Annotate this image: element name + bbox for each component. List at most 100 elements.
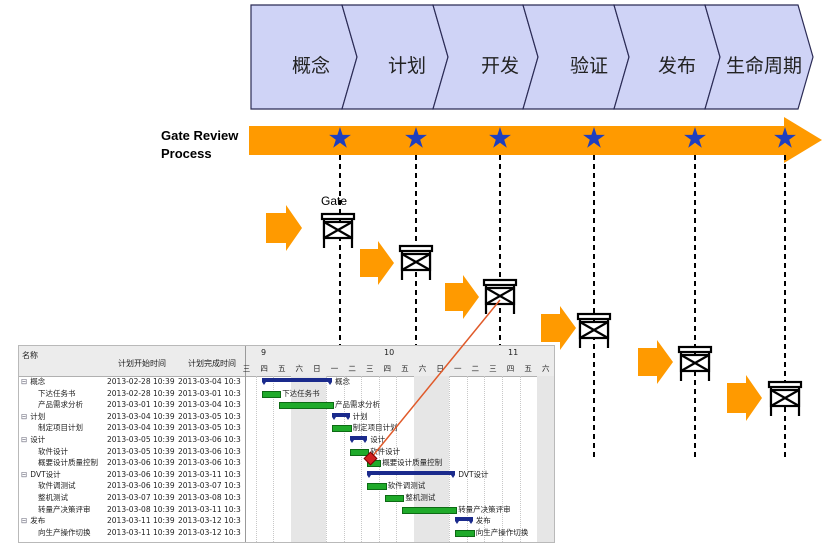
bar-label: 转量产决策评审 [458, 504, 511, 515]
task-bar[interactable] [279, 402, 334, 409]
task-start: 2013-03-06 10:39 [107, 481, 177, 490]
day-gridline [273, 376, 274, 542]
summary-bar[interactable] [262, 378, 332, 382]
header-name: 名称 [22, 350, 38, 361]
task-end: 2013-03-06 10:3 [178, 435, 245, 444]
task-name: ⊟计划 [19, 412, 109, 421]
task-end: 2013-03-12 10:3 [178, 528, 245, 537]
step-arrow-2 [360, 241, 394, 285]
task-end: 2013-03-04 10:3 [178, 400, 245, 409]
weekend-shade [308, 376, 326, 542]
phase-label-release: 发布 [658, 55, 696, 77]
day-label: 二 [467, 361, 484, 376]
step-arrow-6 [727, 375, 762, 421]
day-gridline [520, 376, 521, 542]
bar-label: 概念 [335, 376, 350, 387]
step-arrow-3 [445, 275, 479, 319]
summary-bar[interactable] [367, 471, 455, 475]
task-name: ⊟设计 [19, 435, 109, 444]
task-name: ⊟DVT设计 [19, 470, 109, 479]
task-end: 2013-03-05 10:3 [178, 412, 245, 421]
week-label: 9 [261, 348, 266, 357]
day-label: 六 [414, 361, 431, 376]
day-gridline [256, 376, 257, 542]
bar-label: 发布 [476, 515, 491, 526]
day-label: 日 [432, 361, 449, 376]
summary-bar[interactable] [332, 413, 350, 417]
day-label: 三 [238, 361, 255, 376]
task-start: 2013-02-28 10:39 [107, 377, 177, 386]
day-label: 五 [273, 361, 290, 376]
step-arrow-4 [541, 306, 576, 350]
gate-label: Gate [321, 194, 347, 208]
task-start: 2013-03-05 10:39 [107, 447, 177, 456]
header-end: 计划完成时间 [188, 358, 236, 369]
task-end: 2013-03-04 10:3 [178, 377, 245, 386]
task-end: 2013-03-06 10:3 [178, 458, 245, 467]
gate-review-title-line2: Process [161, 146, 212, 161]
task-bar[interactable] [455, 530, 475, 537]
step-arrow-5 [638, 340, 673, 384]
phase-label-lifecycle: 生命周期 [726, 55, 802, 77]
phase-label-plan: 计划 [388, 55, 426, 77]
weekend-shade [537, 376, 555, 542]
task-start: 2013-02-28 10:39 [107, 389, 177, 398]
bar-label: 计划 [353, 411, 368, 422]
bar-label: 概要设计质量控制 [382, 457, 442, 468]
task-start: 2013-03-04 10:39 [107, 412, 177, 421]
bar-label: 设计 [370, 434, 385, 445]
task-start: 2013-03-05 10:39 [107, 435, 177, 444]
task-bar[interactable] [350, 449, 370, 456]
task-name: ⊟概念 [19, 377, 109, 386]
weekend-shade [291, 376, 309, 542]
task-start: 2013-03-11 10:39 [107, 528, 177, 537]
task-start: 2013-03-06 10:39 [107, 470, 177, 479]
task-end: 2013-03-07 10:3 [178, 481, 245, 490]
task-bar[interactable] [367, 483, 387, 490]
task-bar[interactable] [262, 391, 282, 398]
day-label: 日 [308, 361, 325, 376]
task-end: 2013-03-12 10:3 [178, 516, 245, 525]
task-bar[interactable] [385, 495, 405, 502]
summary-bar[interactable] [455, 517, 473, 521]
gantt-timeline: 9 10 11 三四五六日一二三四五六日一二三四五六 概念下达任务书产品需求分析… [246, 346, 554, 542]
task-bar[interactable] [367, 460, 381, 467]
day-label: 三 [361, 361, 378, 376]
task-end: 2013-03-11 10:3 [178, 470, 245, 479]
day-label: 四 [256, 361, 273, 376]
day-label: 五 [520, 361, 537, 376]
day-label: 四 [502, 361, 519, 376]
day-label: 一 [449, 361, 466, 376]
gantt-table-header: 名称 计划开始时间 计划完成时间 [19, 346, 245, 377]
bar-label: 产品需求分析 [335, 399, 380, 410]
day-label: 六 [291, 361, 308, 376]
summary-bar[interactable] [350, 436, 368, 440]
task-start: 2013-03-07 10:39 [107, 493, 177, 502]
phase-label-concept: 概念 [292, 54, 330, 77]
task-bar[interactable] [402, 507, 457, 514]
task-start: 2013-03-04 10:39 [107, 423, 177, 432]
day-label: 一 [326, 361, 343, 376]
bar-label: DVT设计 [458, 469, 488, 480]
task-start: 2013-03-01 10:39 [107, 400, 177, 409]
task-bar[interactable] [332, 425, 352, 432]
bar-label: 向生产操作切换 [476, 527, 529, 538]
task-name: ⊟发布 [19, 516, 109, 525]
phase-chevrons: 概念 计划 开发 验证 发布 生命周期 [251, 5, 813, 109]
